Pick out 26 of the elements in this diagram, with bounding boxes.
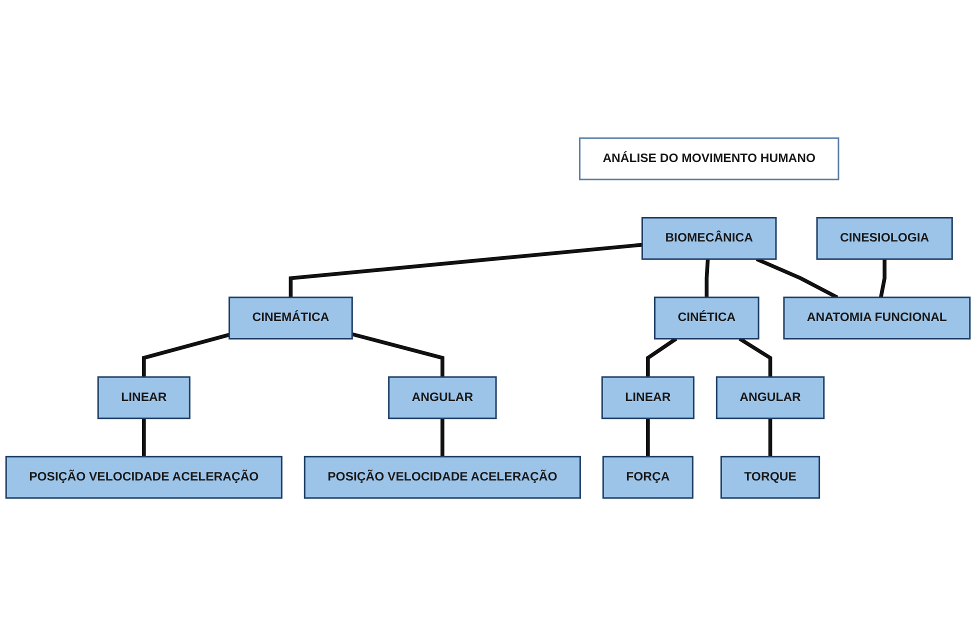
node-box: BIOMECÂNICA — [641, 216, 777, 260]
node-box: LINEAR — [601, 376, 694, 420]
connector — [142, 418, 146, 457]
node-box: ANÁLISE DO MOVIMENTO HUMANO — [578, 137, 840, 180]
node-box: CINEMÁTICA — [228, 296, 353, 340]
node-box: CINÉTICA — [654, 296, 760, 340]
node-box: TORQUE — [720, 456, 820, 499]
connector — [768, 418, 772, 457]
connector — [738, 337, 772, 377]
connector — [288, 242, 642, 298]
node-box: CINESIOLOGIA — [816, 216, 953, 260]
node-box: FORÇA — [602, 456, 694, 499]
node-box: ANATOMIA FUNCIONAL — [783, 296, 971, 340]
connector — [352, 332, 444, 377]
node-box: POSIÇÃO VELOCIDADE ACELERAÇÃO — [304, 456, 581, 499]
node-box: ANGULAR — [716, 376, 825, 420]
connector — [756, 257, 838, 300]
connector — [142, 332, 230, 377]
connector — [646, 418, 650, 457]
node-box: LINEAR — [97, 376, 190, 420]
connector — [704, 258, 710, 298]
connector — [879, 259, 886, 298]
node-box: ANGULAR — [388, 376, 497, 420]
node-box: POSIÇÃO VELOCIDADE ACELERAÇÃO — [5, 456, 282, 499]
connector — [440, 418, 444, 457]
connector — [646, 337, 678, 377]
